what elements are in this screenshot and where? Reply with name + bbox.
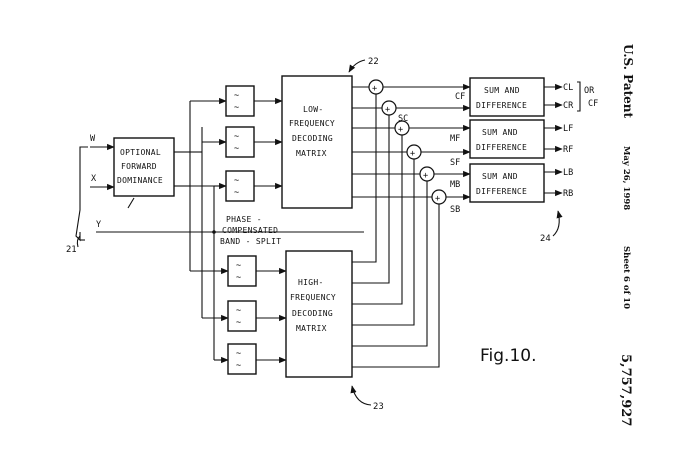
lp-filter-1: ~ ~ [225,85,255,117]
ref-23-leader [350,385,372,406]
junction-y [212,230,216,234]
ref-24: 24 [540,234,551,244]
svg-text:+: + [385,105,390,115]
svg-text:~: ~ [234,144,239,154]
band-split-line-1: PHASE - [226,215,262,224]
svg-text:~: ~ [234,176,239,186]
output-or: OR [584,86,595,96]
svg-text:~: ~ [236,273,241,283]
ref-24-leader [552,210,563,237]
signal-mb: MB [450,180,460,190]
band-split-line-2: COMPENSATED [222,226,278,235]
svg-text:SUM AND: SUM AND [484,86,520,95]
svg-text:+: + [435,194,440,204]
sum-diff-block-1: SUM AND DIFFERENCE [469,77,545,117]
hp-filter-2: ~ ~ [227,300,257,332]
figure-label: Fig.10. [480,346,537,366]
svg-text:DIFFERENCE: DIFFERENCE [476,187,527,196]
hf-matrix-block [285,250,353,378]
hp-filter-3: ~ ~ [227,343,257,375]
band-split-line-3: BAND - SPLIT [220,237,281,246]
svg-text:DIFFERENCE: DIFFERENCE [476,143,527,152]
ref-23: 23 [373,402,384,412]
ref-22-leader [348,59,366,73]
fd-line-3: DOMINANCE [117,176,163,185]
lf-line-4: MATRIX [296,149,327,158]
adder-sc: + [381,100,397,116]
svg-text:+: + [423,171,428,181]
svg-text:+: + [372,84,377,94]
signal-cf: CF [455,92,465,102]
ref-22: 22 [368,57,379,67]
sum-diff-block-2: SUM AND DIFFERENCE [469,119,545,159]
signal-mf: MF [450,134,460,144]
adder-sb: + [431,189,447,205]
header-sheet: Sheet 6 of 10 [621,246,631,309]
svg-text:+: + [410,149,415,159]
input-x-label: X [91,174,97,184]
hp-filter-1: ~ ~ [227,255,257,287]
svg-text:~: ~ [234,132,239,142]
input-y-label: Y [96,220,101,230]
input-w-label: W [90,134,96,144]
lp-filter-3: ~ ~ [225,170,255,202]
svg-text:~: ~ [234,188,239,198]
header-date: May 26, 1998 [621,146,631,210]
header-patent-number: 5,757,927 [618,354,633,426]
output-cf: CF [588,99,598,109]
output-cr: CR [563,101,574,111]
hf-line-1: HIGH- [298,278,324,287]
output-rf: RF [563,145,573,155]
sum-diff-block-3: SUM AND DIFFERENCE [469,163,545,203]
forward-dominance-block [113,137,175,197]
svg-text:~: ~ [236,361,241,371]
svg-text:~: ~ [234,91,239,101]
svg-text:~: ~ [236,318,241,328]
lp-filter-2: ~ ~ [225,126,255,158]
adder-cf: + [368,79,384,95]
fd-arrow-tick [127,197,135,209]
svg-text:DIFFERENCE: DIFFERENCE [476,101,527,110]
lf-line-3: DECODING [292,134,333,143]
hf-line-2: FREQUENCY [290,293,336,302]
lf-line-1: LOW- [303,105,323,114]
output-lf: LF [563,124,573,134]
svg-text:SUM AND: SUM AND [482,128,518,137]
output-lb: LB [563,168,573,178]
svg-text:~: ~ [236,306,241,316]
output-rb: RB [563,189,573,199]
svg-text:~: ~ [236,349,241,359]
adder-mb: + [419,166,435,182]
fd-line-2: FORWARD [121,162,157,171]
signal-sc: SC [398,114,408,124]
svg-text:~: ~ [236,261,241,271]
output-brace [577,81,581,112]
svg-text:SUM AND: SUM AND [482,172,518,181]
input-brace [75,146,88,242]
hf-line-4: MATRIX [296,324,327,333]
adder-sf: + [406,144,422,160]
output-cl: CL [563,83,573,93]
ref-21: 21 [66,245,77,255]
signal-sb: SB [450,205,460,215]
ref-21-leader [76,235,81,248]
signal-sf: SF [450,158,460,168]
svg-text:~: ~ [234,103,239,113]
lf-matrix-block [281,75,353,209]
lf-line-2: FREQUENCY [289,119,335,128]
svg-text:+: + [398,125,403,135]
fd-line-1: OPTIONAL [120,148,161,157]
header-office: U.S. Patent [621,44,635,119]
hf-line-3: DECODING [292,309,333,318]
